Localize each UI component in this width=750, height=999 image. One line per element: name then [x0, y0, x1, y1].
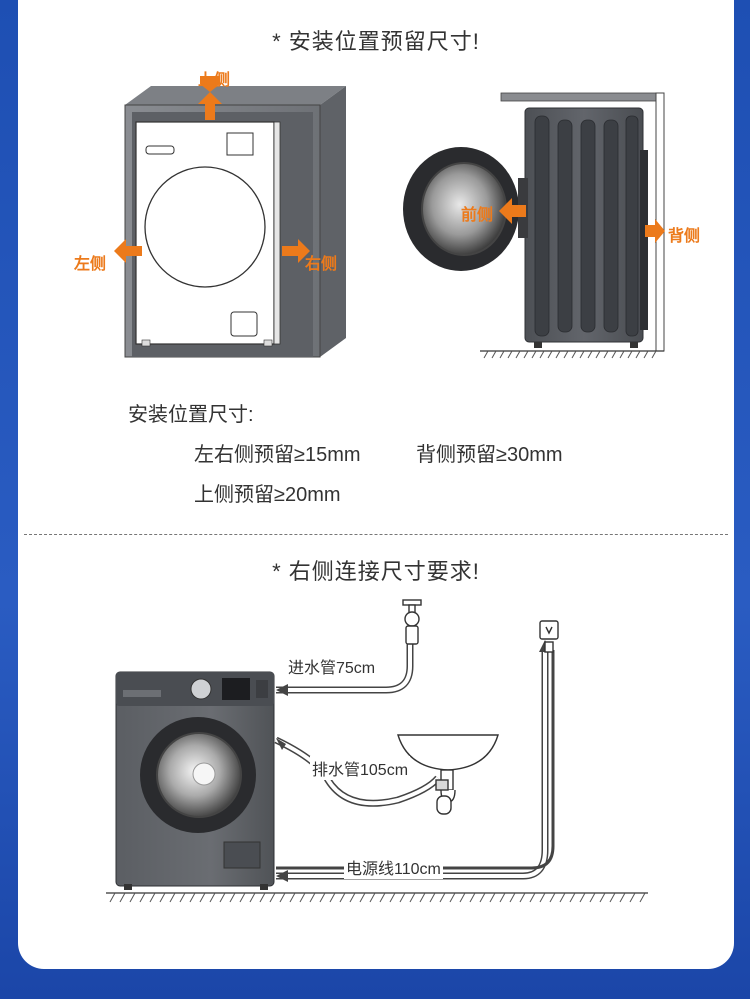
front-view-washer — [135, 121, 281, 347]
section2-title: * 右侧连接尺寸要求! — [272, 559, 480, 584]
clearance-arrows-side — [499, 198, 665, 243]
water-faucet-icon — [402, 599, 422, 645]
arrow-label-front: 前侧 — [461, 207, 494, 224]
side-view-washer — [403, 107, 648, 348]
arrow-label-left: 左侧 — [74, 256, 107, 273]
spec-left-right: 左右侧预留≥15mm — [194, 444, 361, 466]
connection-ground — [106, 892, 648, 903]
spec-back: 背侧预留≥30mm — [416, 444, 563, 466]
drain-hose-label: 排水管105cm — [310, 756, 411, 780]
section1-title: * 安装位置预留尺寸! — [272, 29, 480, 54]
connection-washer — [115, 671, 275, 890]
inlet-hose-label: 进水管75cm — [286, 654, 378, 678]
drain-sink-icon — [397, 734, 499, 815]
arrow-label-top: 上侧 — [198, 72, 231, 89]
hoses — [274, 626, 555, 880]
section-divider — [24, 534, 728, 535]
arrow-label-right: 右侧 — [305, 256, 338, 273]
clearance-illustration — [114, 76, 665, 359]
spec-top: 上侧预留≥20mm — [194, 484, 341, 506]
side-view-ground — [480, 350, 664, 359]
clearance-arrows-front — [114, 76, 310, 263]
connection-illustration — [106, 599, 648, 903]
content-card: * 安装位置预留尺寸! — [18, 0, 734, 969]
arrow-label-back: 背侧 — [668, 228, 701, 245]
power-socket-icon — [539, 620, 559, 653]
spec-heading: 安装位置尺寸: — [128, 404, 254, 426]
power-cord-label: 电源线110cm — [344, 855, 443, 879]
